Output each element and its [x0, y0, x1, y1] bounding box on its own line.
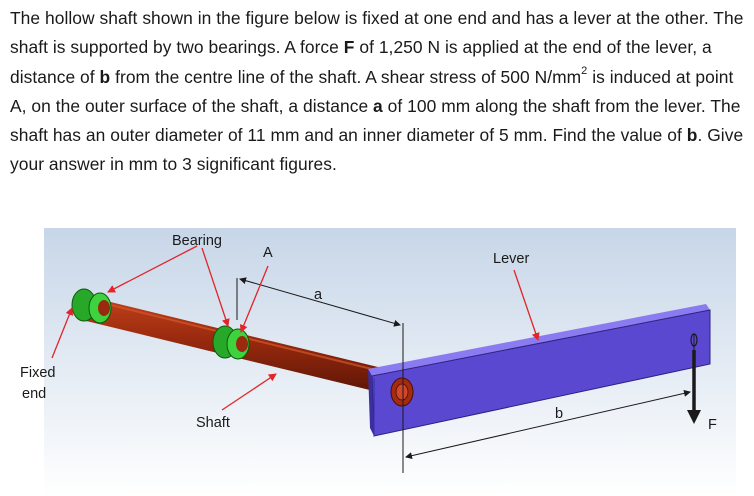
- question-part-6: . Give your answer in mm to 3 significan…: [10, 125, 744, 175]
- fixed-end-label-line2: end: [22, 386, 46, 402]
- bearing-pointer-2: [201, 247, 230, 327]
- lever-pointer: [513, 269, 540, 341]
- force-symbol: F: [343, 37, 355, 58]
- point-a-pointer: [239, 265, 269, 333]
- pointer-arrows: [51, 245, 540, 411]
- question-text: The hollow shaft shown in the figure bel…: [10, 4, 745, 180]
- question-part-5: of 100 mm along the shaft from the lever…: [10, 95, 741, 146]
- b-symbol-2: b: [686, 125, 698, 146]
- shaft-diagram: Bearing A a Lever Fixed end Shaft b F: [0, 228, 754, 496]
- question-part-3: from the centre line of the shaft. A she…: [110, 66, 582, 87]
- a-symbol: a: [373, 95, 383, 116]
- fixed-end-label-line1: Fixed: [20, 365, 55, 381]
- bearing-1: [71, 288, 112, 324]
- b-symbol: b: [99, 66, 111, 87]
- bearing-2: [212, 325, 250, 360]
- shaft-diagram-svg: Bearing A a Lever Fixed end Shaft b F: [20, 228, 736, 496]
- superscript-2: 2: [581, 64, 588, 77]
- force-label: F: [708, 417, 717, 433]
- bearing-pointer-1: [107, 245, 198, 293]
- shaft-label: Shaft: [196, 415, 230, 431]
- lever-label: Lever: [493, 251, 529, 267]
- question-part-4: is induced at point A, on the outer surf…: [10, 66, 734, 116]
- dimension-b: [405, 389, 691, 460]
- question-part-2: of 1,250 N is applied at the end of the …: [10, 37, 712, 87]
- question-part-1: The hollow shaft shown in the figure bel…: [10, 8, 744, 58]
- dimension-a: [236, 277, 404, 473]
- shaft-pointer: [221, 373, 277, 411]
- dim-a-label: a: [314, 287, 323, 303]
- point-a-label: A: [263, 245, 273, 261]
- dim-b-label: b: [555, 406, 563, 422]
- fixed-end-pointer: [51, 307, 74, 359]
- bearing-label: Bearing: [172, 233, 222, 249]
- shaft-end-at-lever: [390, 377, 414, 407]
